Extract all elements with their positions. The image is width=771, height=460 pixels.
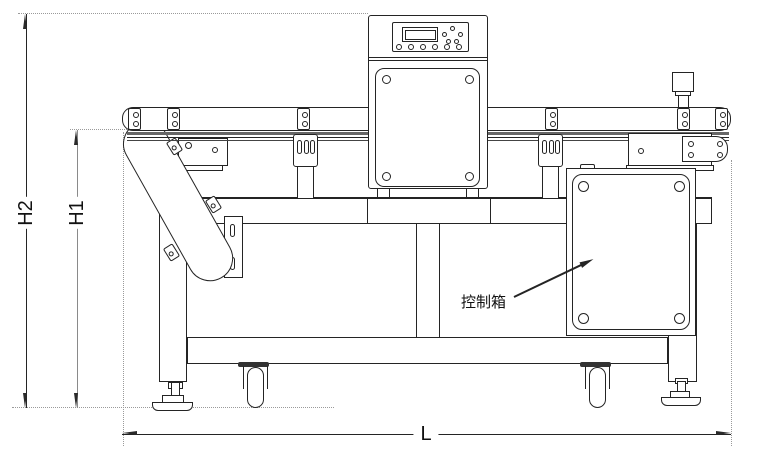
control-box-door: [572, 174, 690, 330]
nav-button-right: [457, 31, 463, 37]
arrowhead-l-right: [716, 431, 731, 436]
mounting-tab-3: [297, 108, 310, 130]
extension-line-left: [123, 132, 124, 446]
control-box-callout-label: 控制箱: [461, 294, 507, 311]
drive-housing-screw: [638, 148, 644, 154]
control-box-screw: [577, 180, 589, 192]
extension-line-belt: [70, 129, 127, 130]
dim-label-l: L: [413, 424, 439, 444]
coil-screw: [381, 171, 391, 181]
detector-divider: [369, 57, 487, 59]
left-leg: [159, 213, 187, 382]
panel-button: [456, 44, 462, 50]
panel-button: [444, 44, 450, 50]
arrowhead-l-left: [122, 431, 137, 436]
coil-screw: [464, 171, 474, 181]
plate-screw: [211, 147, 218, 153]
motor-plate: [682, 136, 728, 162]
coil-screw: [381, 74, 391, 84]
panel-button: [396, 44, 402, 50]
dim-label-h2: H2: [14, 197, 38, 229]
dim-line-h1: [76, 130, 78, 408]
mounting-tab-1: [128, 108, 141, 130]
extension-line-top: [18, 13, 368, 14]
display-screen-inner: [404, 29, 436, 40]
arrowhead-h1-top: [74, 130, 79, 145]
lower-frame-beam: [187, 337, 668, 364]
upper-beam-seam-right: [490, 198, 492, 223]
detector-foot-right: [466, 188, 479, 198]
coil-screw: [464, 74, 474, 84]
nav-button-left: [441, 31, 447, 37]
detector-divider-2: [369, 60, 487, 61]
panel-button: [420, 44, 426, 50]
upper-beam-seam-left: [367, 198, 369, 223]
mounting-tab-2: [167, 108, 180, 130]
arrowhead-h2-top: [23, 14, 28, 29]
nav-button-down-left: [445, 38, 451, 44]
roller-screw: [185, 142, 192, 149]
control-box-screw: [673, 312, 685, 324]
control-box-screw: [673, 180, 685, 192]
extension-line-right: [731, 160, 732, 446]
mounting-tab-6: [715, 108, 728, 130]
nav-button-down-right: [453, 38, 459, 44]
panel-button: [408, 44, 414, 50]
panel-button: [432, 44, 438, 50]
arrowhead-h2-bottom: [23, 393, 28, 408]
nav-button-up: [449, 25, 455, 31]
detector-foot-left: [377, 188, 390, 198]
dim-label-h1: H1: [65, 197, 89, 229]
mounting-tab-5: [677, 108, 690, 130]
coil-face-plate: [375, 68, 480, 187]
arrowhead-h1-bottom: [74, 393, 79, 408]
mounting-tab-4: [545, 108, 558, 130]
control-box-screw: [577, 312, 589, 324]
center-leg: [416, 223, 440, 338]
